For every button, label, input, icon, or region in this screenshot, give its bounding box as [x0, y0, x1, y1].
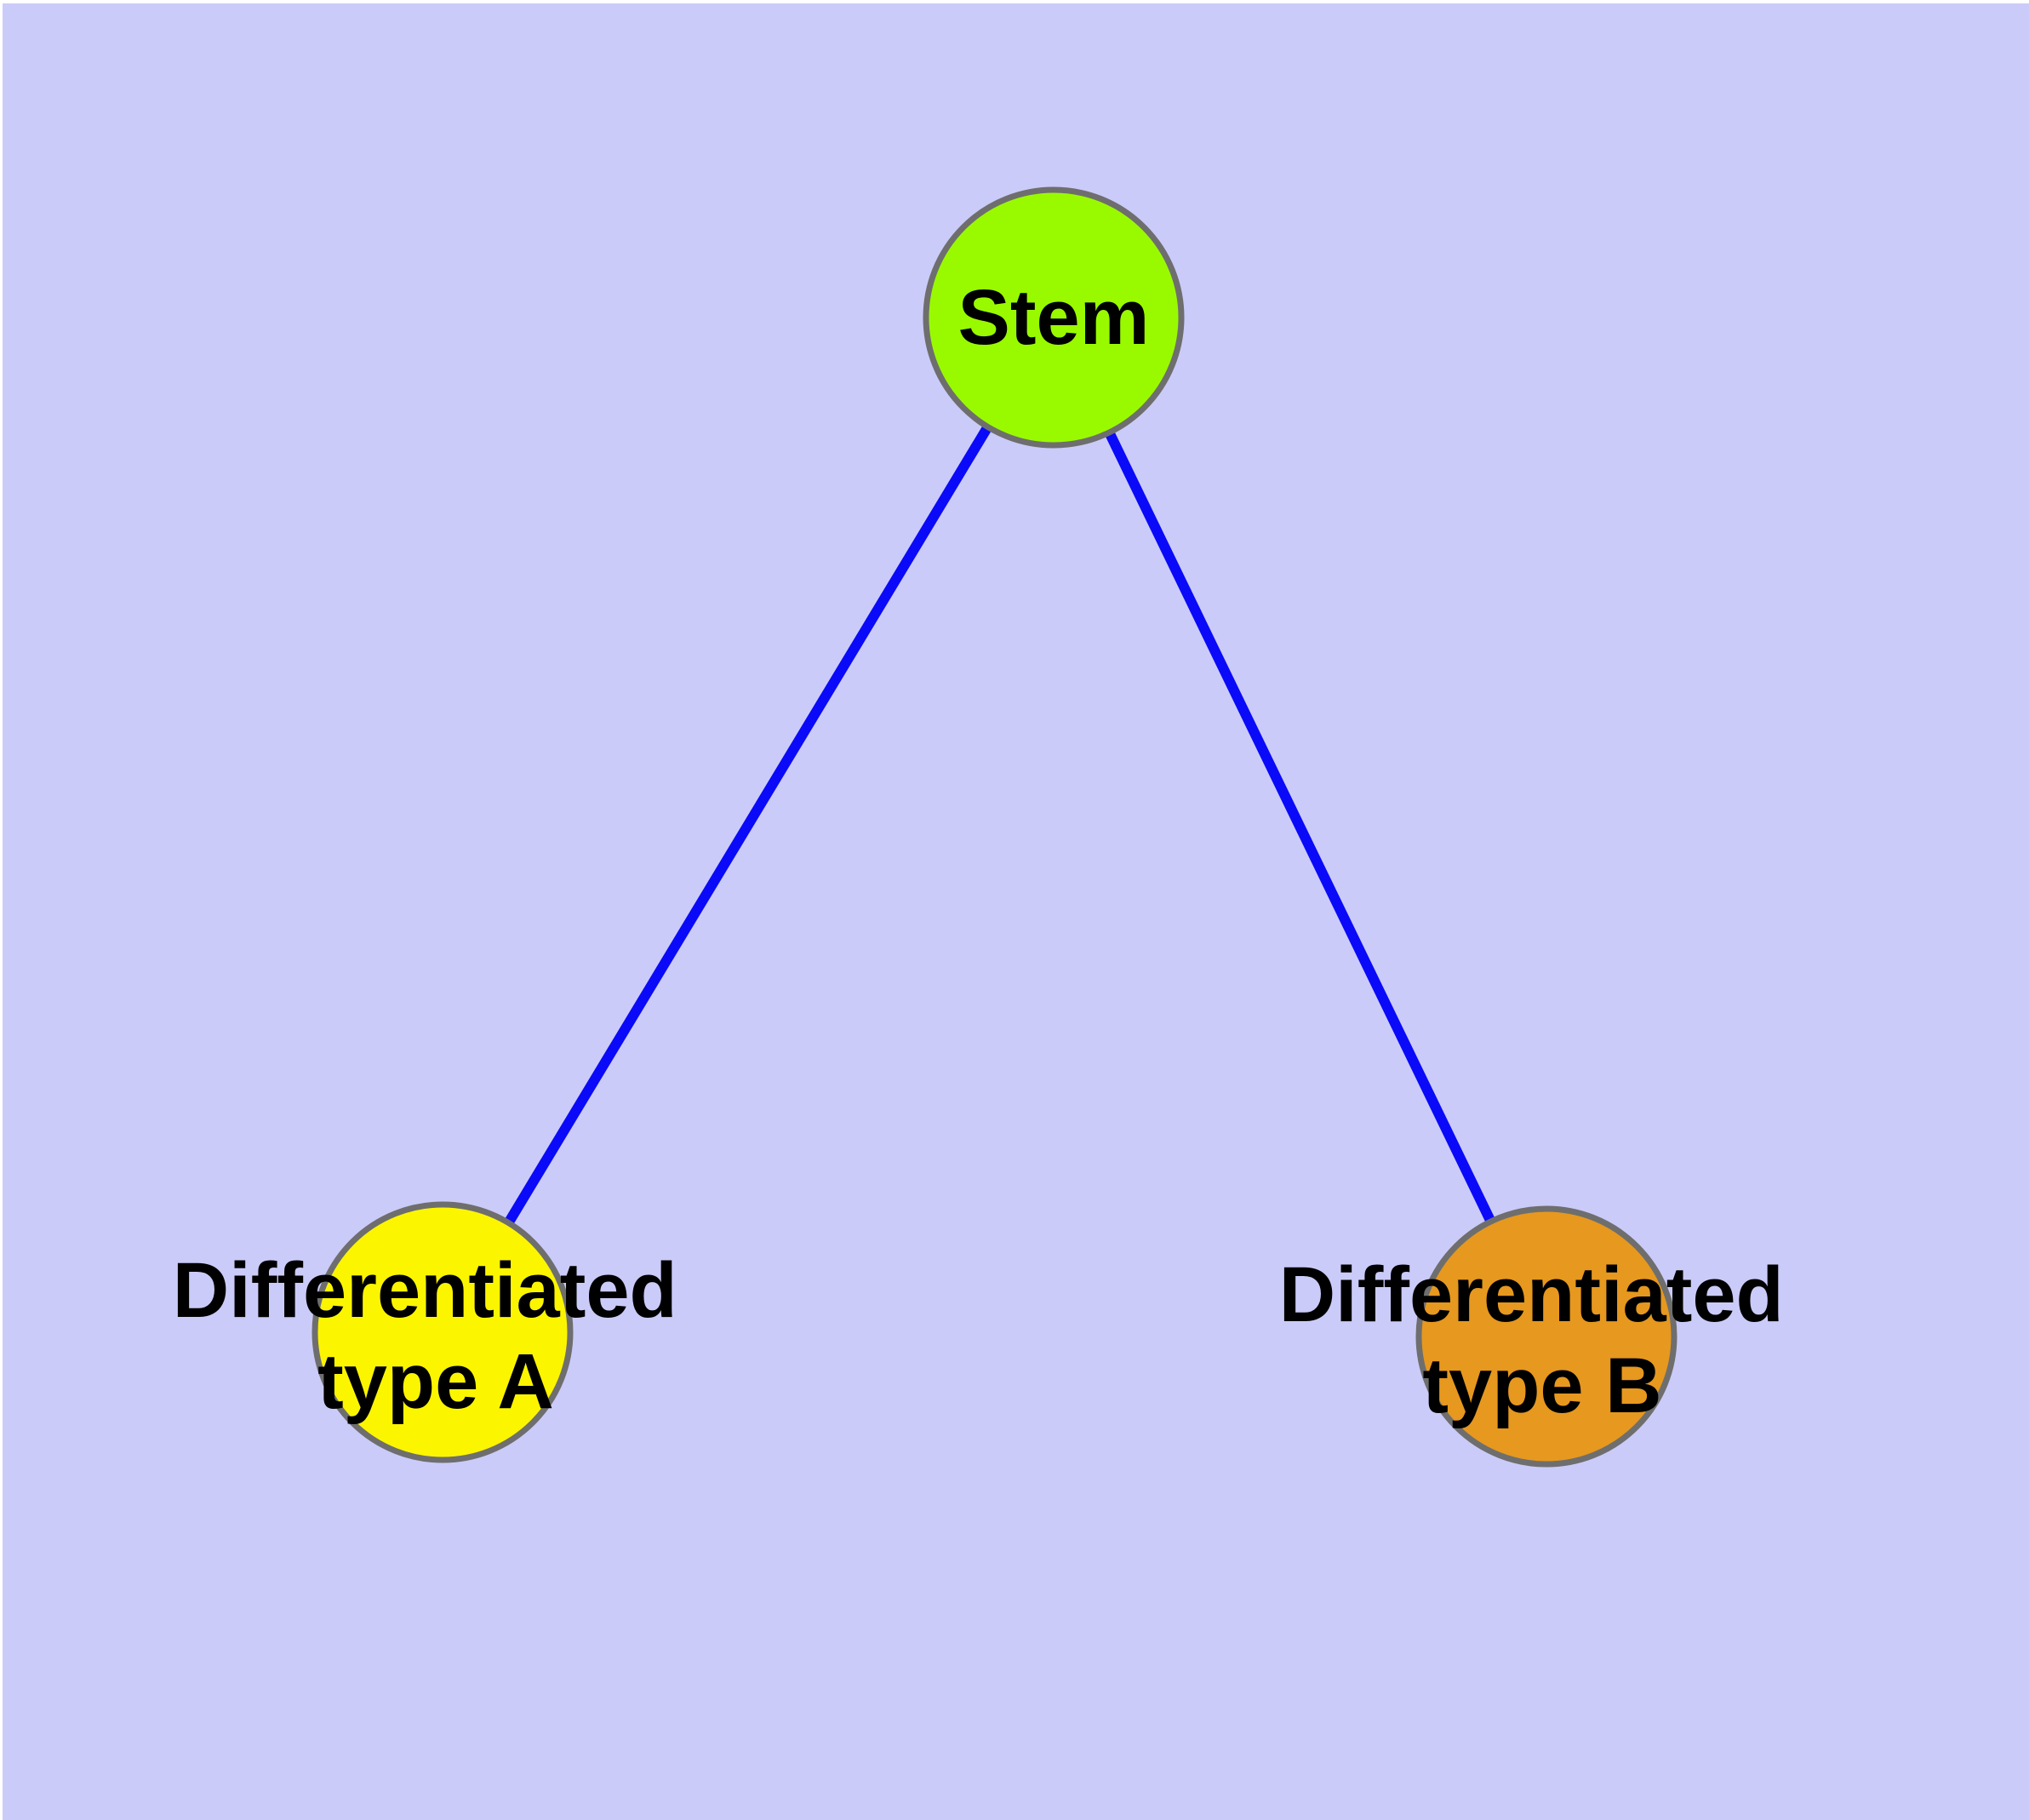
nodes — [311, 186, 1677, 1468]
edges — [437, 314, 1552, 1339]
node-type-b-label-line2: type B — [1422, 1342, 1661, 1429]
node-type-b-label: Differentiated type B — [1279, 1251, 1806, 1429]
node-labels: Stem Differentiated type A Differentiate… — [173, 274, 1806, 1429]
node-differentiated-type-a[interactable] — [311, 1201, 574, 1463]
node-type-a-label-line2: type A — [317, 1338, 554, 1425]
node-differentiated-type-b[interactable] — [1415, 1205, 1677, 1468]
node-type-a-label: Differentiated type A — [173, 1247, 700, 1425]
node-type-a-label-line1: Differentiated — [173, 1247, 677, 1334]
node-stem-label: Stem — [958, 274, 1150, 361]
node-type-b-label-line1: Differentiated — [1279, 1251, 1784, 1338]
node-stem[interactable] — [923, 186, 1185, 449]
edge-stem-to-type-b — [1049, 315, 1552, 1339]
edge-stem-to-type-a — [437, 314, 1059, 1336]
